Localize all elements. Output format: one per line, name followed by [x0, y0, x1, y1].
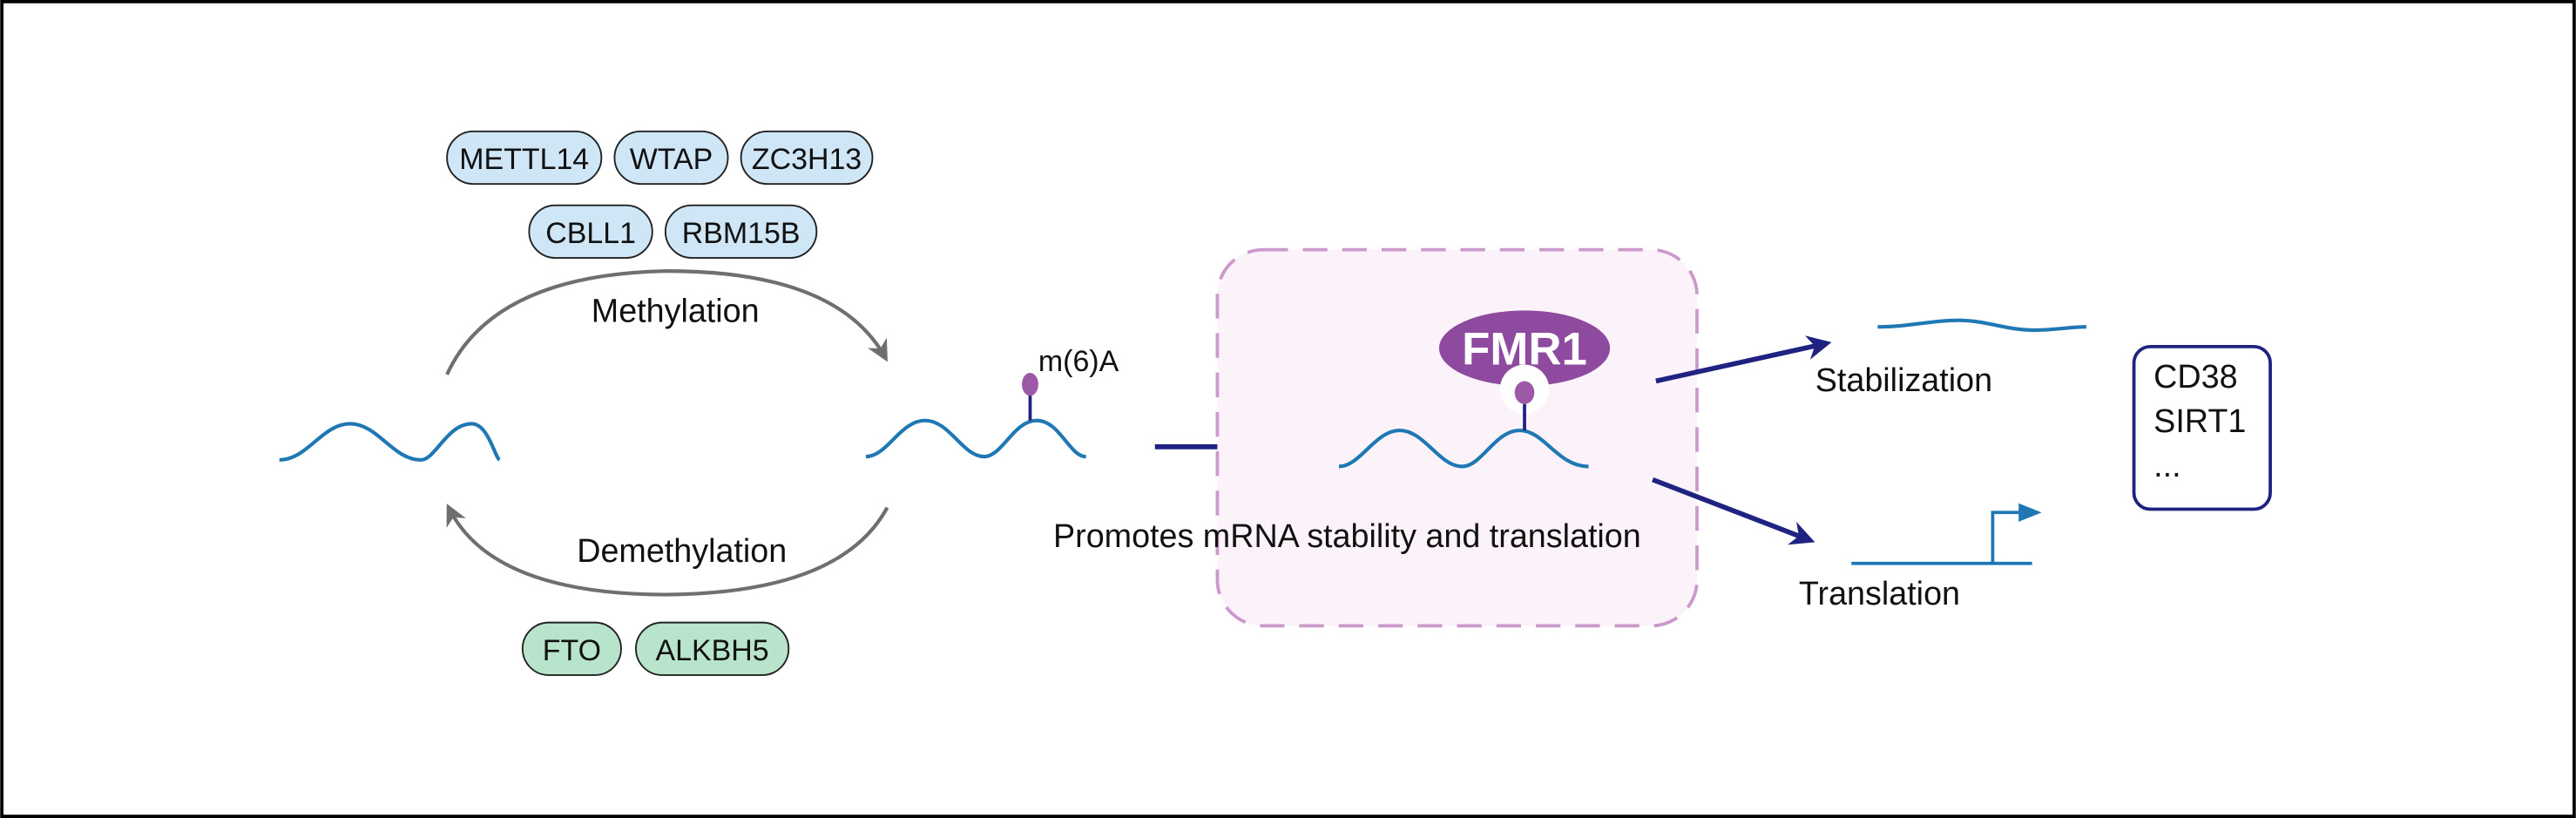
writer-pill-cbll1: CBLL1	[528, 204, 653, 259]
target-sirt1: SIRT1	[2153, 402, 2246, 439]
eraser-pill-fto: FTO	[521, 621, 622, 676]
unmodified-mrna	[279, 422, 502, 463]
writer-pill-mettl14: METTL14	[446, 130, 603, 186]
translation-start-icon	[1851, 503, 2042, 565]
reader-bound-mrna	[1338, 428, 1589, 469]
stabilized-mrna	[1877, 318, 2086, 333]
reader-m6a-mark	[1514, 381, 1535, 431]
target-cd38: CD38	[2153, 358, 2237, 395]
writer-label: METTL14	[459, 143, 589, 176]
methylation-arrow	[445, 269, 888, 375]
writer-pill-wtap: WTAP	[613, 130, 729, 186]
translation-arrow	[1652, 477, 1815, 545]
writer-label: CBLL1	[545, 217, 636, 250]
targets-box	[2132, 344, 2272, 511]
translation-label: Translation	[1799, 575, 1960, 612]
stabilization-label: Stabilization	[1815, 362, 1992, 398]
writer-complex: METTL14 WTAP ZC3H13 CBLL1 RBM15B	[446, 130, 874, 259]
eraser-complex: FTO ALKBH5	[521, 621, 790, 676]
fmr1-reader: FMR1	[1438, 310, 1611, 415]
eraser-label: ALKBH5	[656, 634, 769, 667]
writer-label: ZC3H13	[752, 143, 862, 176]
stabilization-arrow	[1655, 335, 1832, 384]
fmr1-label: FMR1	[1462, 324, 1587, 375]
m6a-label: m(6)A	[1038, 345, 1119, 378]
reader-box	[1215, 247, 1699, 628]
m6a-mark	[1022, 373, 1038, 421]
demethylation-arrow	[446, 504, 889, 597]
writer-pill-zc3h13: ZC3H13	[740, 130, 874, 186]
writer-pill-rbm15b: RBM15B	[664, 204, 818, 259]
methylation-label: Methylation	[592, 293, 760, 329]
demethylation-label: Demethylation	[577, 532, 787, 569]
writer-label: WTAP	[630, 143, 713, 176]
target-more: ...	[2153, 447, 2180, 483]
eraser-pill-alkbh5: ALKBH5	[634, 621, 790, 676]
methylated-mrna	[865, 418, 1086, 459]
writer-label: RBM15B	[682, 217, 801, 250]
promotes-label: Promotes mRNA stability and translation	[1053, 517, 1641, 554]
eraser-label: FTO	[543, 634, 601, 667]
